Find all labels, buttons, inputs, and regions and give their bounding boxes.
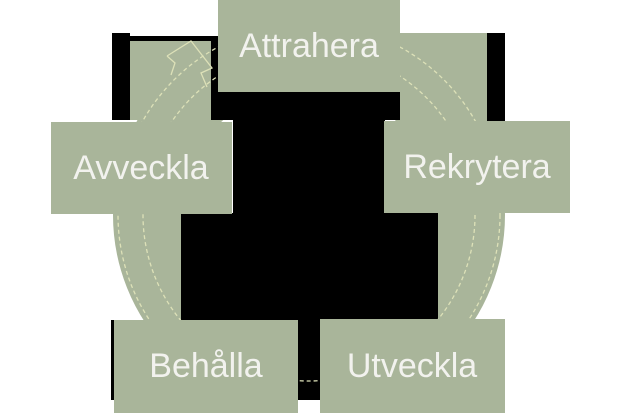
backdrop-bottom-gap-column — [298, 319, 320, 400]
node-utveckla-box — [320, 319, 505, 413]
backdrop-center-top — [211, 92, 400, 120]
ring-segment-top-right — [400, 33, 487, 121]
node-rekrytera: Rekrytera — [384, 121, 570, 213]
node-behalla-box — [114, 320, 298, 413]
backdrop-center-bottom — [181, 213, 438, 320]
node-utveckla-label: Utveckla — [347, 347, 477, 385]
node-attrahera-label: Attrahera — [239, 27, 379, 65]
bottom-gap-patch — [297, 400, 321, 413]
backdrop-strip-left-of-top-node — [211, 41, 218, 92]
backdrop-bar-top-right — [487, 33, 505, 121]
cycle-arrow-head-icon — [166, 40, 214, 88]
backdrop-center-middle — [233, 120, 385, 213]
node-attrahera-box — [218, 0, 400, 92]
arrow-guide-arc-inner — [142, 48, 476, 382]
backdrop-sliver-top — [130, 36, 218, 41]
node-utveckla: Utveckla — [320, 319, 505, 413]
backdrop-bar-top-left — [112, 33, 130, 120]
backdrop-shapes — [111, 33, 505, 400]
node-avveckla-box — [51, 122, 232, 214]
node-behalla: Behålla — [114, 320, 298, 413]
node-rekrytera-label: Rekrytera — [403, 148, 550, 186]
node-rekrytera-box — [384, 121, 570, 213]
node-behalla-label: Behålla — [149, 347, 263, 385]
node-avveckla-label: Avveckla — [73, 149, 209, 187]
node-avveckla: Avveckla — [51, 122, 232, 214]
node-attrahera: Attrahera — [218, 0, 400, 92]
backdrop-thin-line-bottom-left — [111, 320, 114, 400]
